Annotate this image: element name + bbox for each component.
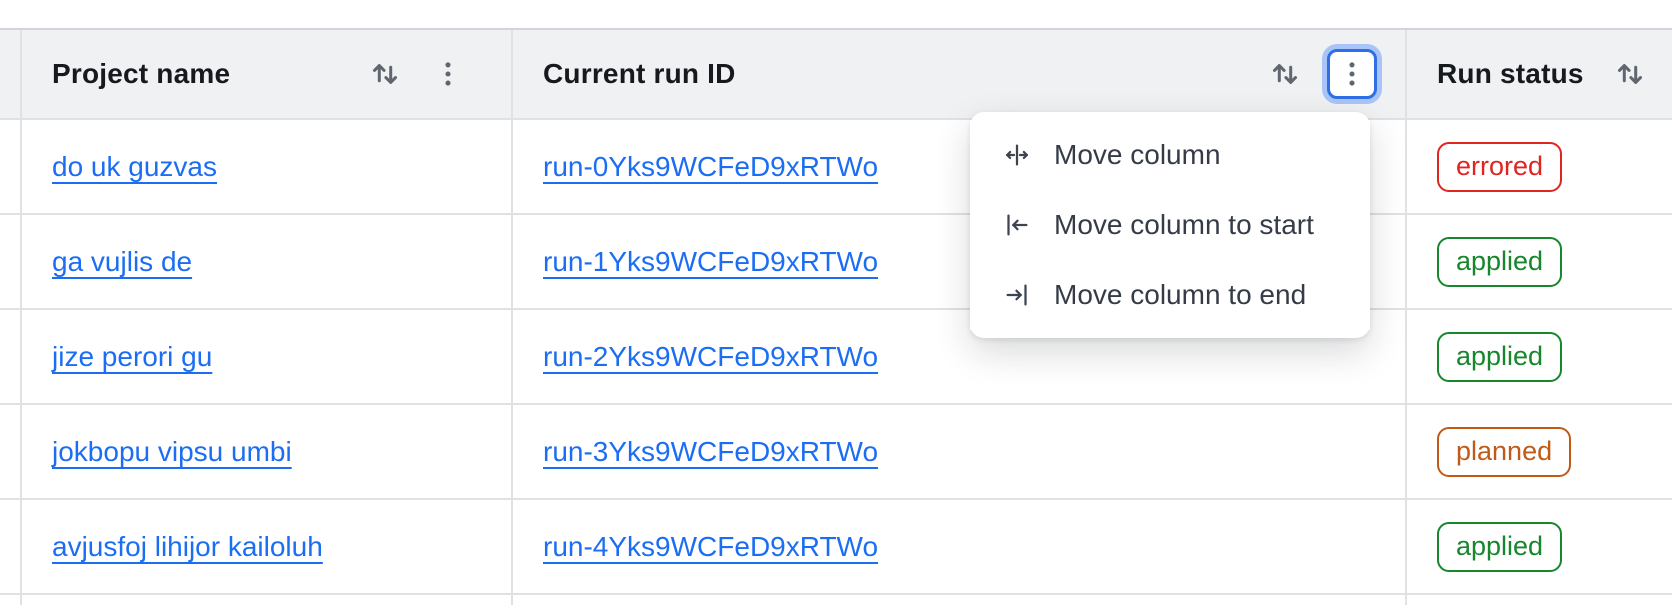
run-status-badge-applied: applied [1437, 236, 1563, 287]
gutter-cell [0, 120, 22, 215]
menu-item-label: Move column to end [1054, 279, 1307, 310]
run-status-cell: applied [1407, 310, 1672, 405]
project-name-cell: do uk guzvas [22, 120, 513, 215]
run-status-badge-applied: applied [1437, 331, 1563, 382]
project-name-cell: ga vujlis de [22, 215, 513, 310]
move-column-icon [1002, 140, 1032, 170]
column-label-project-name: Project name [52, 58, 231, 89]
project-name-cell: avjusfoj lihijor kailoluh [22, 500, 513, 595]
gutter-header-cell [0, 30, 22, 120]
kebab-menu-icon [431, 57, 465, 91]
partial-cell [22, 595, 513, 605]
projects-table: Project name Current run ID [0, 28, 1672, 605]
current-run-id-link[interactable]: run-1Yks9WCFeD9xRTWo [543, 245, 879, 277]
header-cell-run-status: Run status [1407, 30, 1672, 120]
gutter-cell [0, 500, 22, 595]
menu-item-label: Move column [1054, 139, 1221, 170]
top-whitespace [0, 0, 1672, 28]
table-body: do uk guzvas run-0Yks9WCFeD9xRTWo errore… [0, 120, 1672, 595]
project-name-link[interactable]: jokbopu vipsu umbi [52, 435, 292, 467]
header-cell-project-name: Project name [22, 30, 513, 120]
menu-item-move-column[interactable]: Move column [970, 120, 1370, 190]
current-run-id-link[interactable]: run-2Yks9WCFeD9xRTWo [543, 340, 879, 372]
sort-current-run-id-button[interactable] [1267, 56, 1303, 92]
kebab-menu-icon [1335, 57, 1369, 91]
column-options-menu: Move column Move column to start Move co… [970, 112, 1370, 338]
sort-arrows-icon [1267, 56, 1303, 92]
partial-cell [1407, 595, 1672, 605]
gutter-cell [0, 405, 22, 500]
partial-row [0, 595, 1672, 605]
table-row: ga vujlis de run-1Yks9WCFeD9xRTWo applie… [0, 215, 1672, 310]
table-header-row: Project name Current run ID [0, 30, 1672, 120]
current-run-id-link[interactable]: run-0Yks9WCFeD9xRTWo [543, 150, 879, 182]
project-name-cell: jokbopu vipsu umbi [22, 405, 513, 500]
current-run-id-cell: run-3Yks9WCFeD9xRTWo [513, 405, 1407, 500]
project-name-column-menu-button[interactable] [431, 57, 465, 91]
project-name-link[interactable]: avjusfoj lihijor kailoluh [52, 530, 323, 562]
run-status-badge-errored: errored [1437, 141, 1563, 192]
sort-project-name-button[interactable] [367, 56, 403, 92]
current-run-id-cell: run-4Yks9WCFeD9xRTWo [513, 500, 1407, 595]
table-row: jize perori gu run-2Yks9WCFeD9xRTWo appl… [0, 310, 1672, 405]
header-cell-current-run-id: Current run ID [513, 30, 1407, 120]
sort-arrows-icon [1612, 56, 1648, 92]
project-name-link[interactable]: jize perori gu [52, 340, 213, 372]
column-label-current-run-id: Current run ID [543, 58, 736, 89]
table-row: avjusfoj lihijor kailoluh run-4Yks9WCFeD… [0, 500, 1672, 595]
project-name-cell: jize perori gu [22, 310, 513, 405]
sort-arrows-icon [367, 56, 403, 92]
menu-item-move-column-to-start[interactable]: Move column to start [970, 190, 1370, 260]
menu-item-label: Move column to start [1054, 209, 1314, 240]
current-run-id-column-menu-button[interactable] [1327, 49, 1377, 99]
run-status-badge-planned: planned [1437, 426, 1572, 477]
run-status-cell: applied [1407, 500, 1672, 595]
project-name-link[interactable]: ga vujlis de [52, 245, 193, 277]
run-status-cell: applied [1407, 215, 1672, 310]
gutter-cell [0, 215, 22, 310]
current-run-id-link[interactable]: run-4Yks9WCFeD9xRTWo [543, 530, 879, 562]
partial-cell [513, 595, 1407, 605]
sort-run-status-button[interactable] [1612, 56, 1648, 92]
column-label-run-status: Run status [1437, 58, 1584, 89]
menu-item-move-column-to-end[interactable]: Move column to end [970, 260, 1370, 330]
current-run-id-link[interactable]: run-3Yks9WCFeD9xRTWo [543, 435, 879, 467]
move-column-to-start-icon [1002, 210, 1032, 240]
gutter-cell [0, 310, 22, 405]
run-status-cell: errored [1407, 120, 1672, 215]
table-row: jokbopu vipsu umbi run-3Yks9WCFeD9xRTWo … [0, 405, 1672, 500]
project-name-link[interactable]: do uk guzvas [52, 150, 217, 182]
table-row: do uk guzvas run-0Yks9WCFeD9xRTWo errore… [0, 120, 1672, 215]
run-status-badge-applied: applied [1437, 521, 1563, 572]
run-status-cell: planned [1407, 405, 1672, 500]
move-column-to-end-icon [1002, 280, 1032, 310]
gutter-cell [0, 595, 22, 605]
